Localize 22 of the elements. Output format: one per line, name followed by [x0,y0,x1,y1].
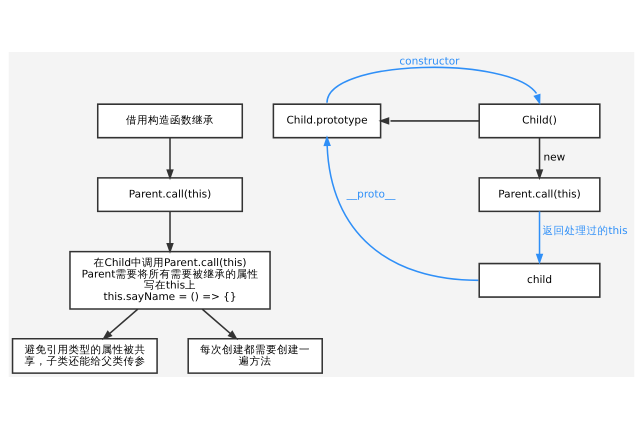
edge-label: new [543,151,566,164]
edge-label: __proto__ [346,188,396,200]
arrow [378,117,479,125]
node-box: child [478,262,601,298]
node-box: 每次创建都需要创建一遍方法 [187,338,323,374]
arrow [202,308,238,340]
arrow [102,308,138,340]
edge-label: constructor [399,55,460,68]
arrow [166,212,174,254]
node-box: Child() [478,103,601,138]
node-box: 避免引用类型的属性被共享，子类还能给父类传参 [12,338,158,374]
arrow [326,66,540,105]
arrow [536,138,544,180]
arrow [323,135,478,282]
node-box: 借用构造函数继承 [96,103,244,138]
node-box: Parent.call(this) [96,177,244,212]
node-box: Parent.call(this) [478,177,601,212]
arrow [166,138,174,180]
arrow [536,211,544,264]
node-box: 在Child中调用Parent.call(this) Parent需要将所有需要被继承的属性写在this上 this.sayName = () => {} [69,250,271,310]
edge-label: 返回处理过的this [542,225,628,238]
node-box: Child.prototype [272,103,382,138]
